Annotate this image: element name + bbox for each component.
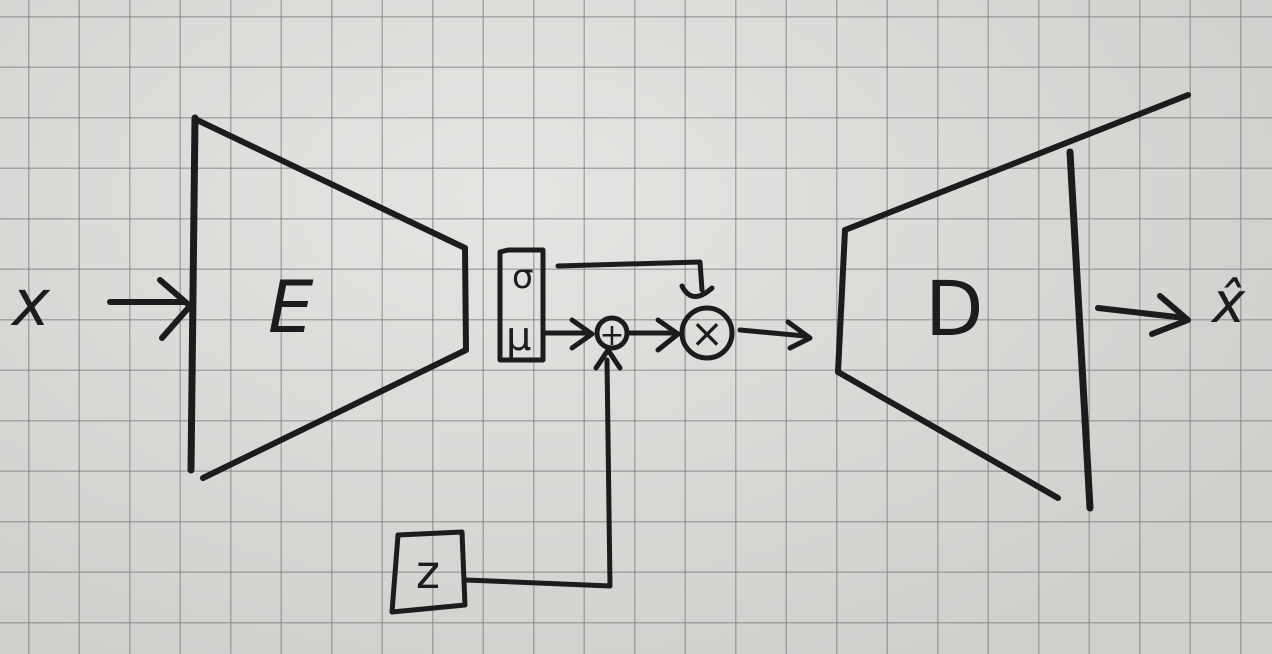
multiply-node: × [679,305,735,361]
mu-label: μ [506,314,531,360]
output-arrow [1095,293,1191,337]
input-arrow [107,277,193,341]
decoder-block: D [835,92,1191,512]
input-label: x [10,267,51,341]
mu-arrow [542,317,595,351]
noise-box: z [389,529,468,615]
add-node: + [594,315,630,353]
times-symbol: × [690,311,724,357]
sigma-label: σ [512,257,534,297]
noise-arrow [463,347,623,589]
output-label: x̂ [1210,271,1246,336]
plus-symbol: + [599,318,624,353]
sigma-arrow [555,259,715,299]
noise-label: z [416,545,440,599]
decoder-label: D [925,264,984,353]
latent-params-box: σ μ [497,247,546,363]
encoder-label: E [268,265,314,349]
encoder-block: E [187,114,469,481]
multiply-to-decoder-arrow [737,319,813,351]
add-to-multiply-arrow [625,317,681,353]
